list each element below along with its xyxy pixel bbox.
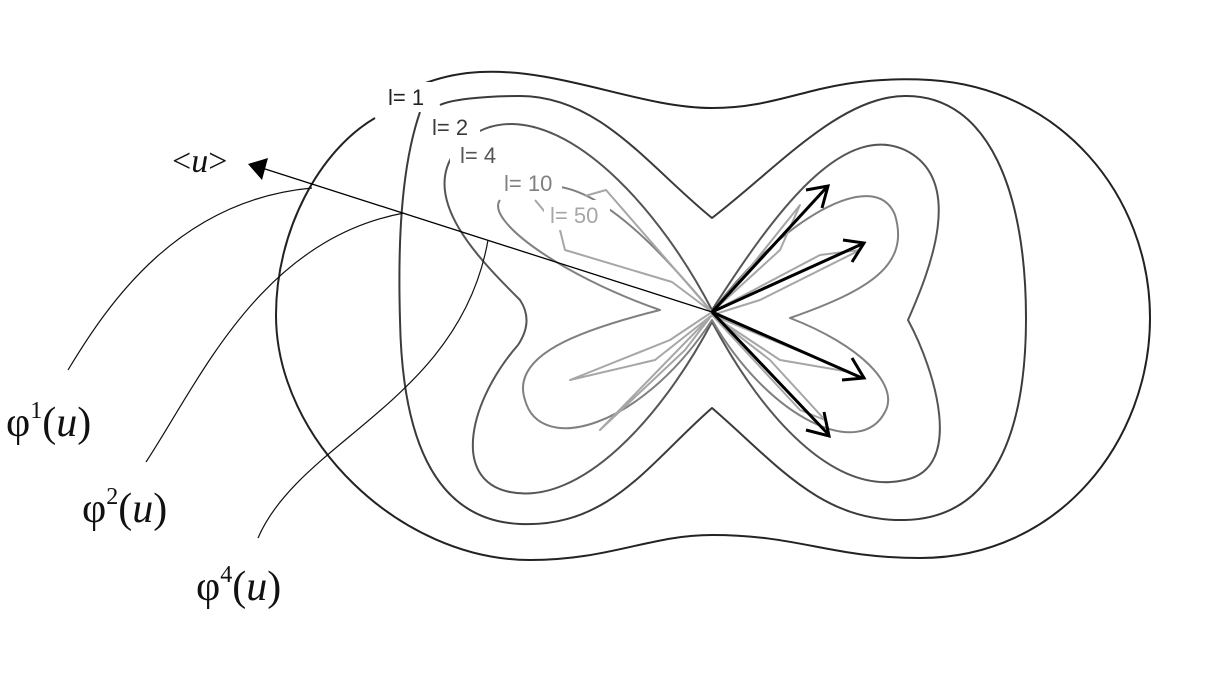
contour-l4: [443, 123, 941, 495]
label-l2: l= 2: [432, 115, 468, 140]
contour-labels: l= 1 l= 2 l= 4 l= 10 l= 50: [378, 82, 610, 230]
phi-label-2: φ2(u): [82, 484, 167, 532]
contour-l2: [398, 94, 1027, 526]
vector-4: [710, 310, 830, 436]
phi-label-4: φ4(u): [196, 562, 281, 610]
leader-phi4: [257, 239, 489, 539]
label-l50: l= 50: [550, 203, 598, 228]
vector-3: [711, 310, 863, 380]
sample-vectors: [710, 184, 867, 439]
vector-1: [710, 186, 828, 314]
label-l4: l= 4: [460, 143, 496, 168]
phi-label-1: φ1(u): [6, 398, 91, 446]
label-l10: l= 10: [504, 171, 552, 196]
leader-phi1: [67, 187, 313, 371]
mean-vector-line: [261, 167, 713, 313]
leader-phi2: [145, 212, 405, 463]
label-l1: l= 1: [388, 85, 424, 110]
mean-vector-arrowhead: [248, 158, 268, 180]
mean-vector-label: <u>: [172, 143, 227, 180]
vector-2: [711, 242, 863, 314]
contour-l1: [275, 70, 1151, 561]
